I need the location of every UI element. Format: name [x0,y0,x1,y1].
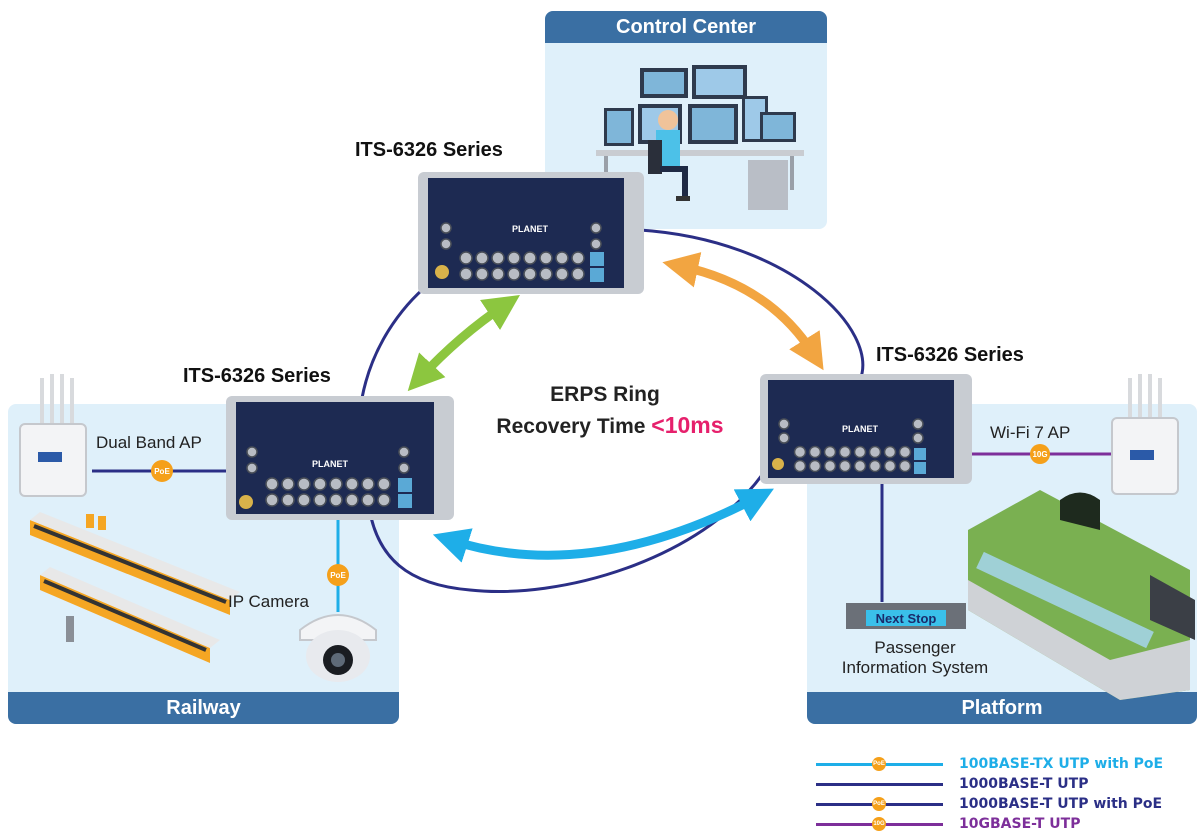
legend-label: 1000BASE-T UTP [959,776,1089,792]
switch-left: PLANET [226,396,454,520]
poe-badge-dual-band: PoE [151,460,173,482]
wifi7-ap-label: Wi-Fi 7 AP [990,423,1071,442]
pis-label-line1: Passenger [874,638,956,657]
switch-top-brand: PLANET [512,224,549,234]
control-center-illustration [596,65,804,210]
legend-swatch [816,783,943,786]
ring-recovery-time: Recovery Time <10ms [470,412,750,439]
svg-text:PoE: PoE [330,571,346,580]
switch-left-brand: PLANET [312,459,349,469]
legend-label: 1000BASE-T UTP with PoE [959,796,1163,812]
ip-camera-label: IP Camera [228,592,309,611]
legend-badge: 10G [872,817,886,831]
legend-label: 100BASE-TX UTP with PoE [959,756,1164,772]
legend-badge: PoE [872,757,886,771]
dual-band-ap-device [19,374,87,497]
legend-badge: PoE [872,797,886,811]
blue-recovery-arrow [432,488,774,563]
passenger-info-sign: Next Stop [846,603,966,629]
sign-next-stop: Next Stop [876,611,937,626]
legend-item: PoE 100BASE-TX UTP with PoE [816,756,1197,773]
switch-top-label: ITS-6326 Series [355,139,503,161]
control-center-title: Control Center [545,11,827,43]
pis-label-line2: Information System [841,658,989,677]
tenG-badge-wifi7: 10G [1030,444,1050,464]
switch-right-label: ITS-6326 Series [876,344,1024,366]
legend-label: 10GBASE-T UTP [959,816,1081,832]
train-illustration [30,512,240,663]
dual-band-ap-label: Dual Band AP [96,433,202,452]
orange-recovery-arrow [662,252,824,371]
poe-badge-ip-camera: PoE [327,564,349,586]
ring-title: ERPS Ring [550,383,660,406]
switch-top: PLANET [418,172,644,294]
ring-time-label: Recovery Time [496,415,646,438]
switch-right-brand: PLANET [842,424,879,434]
legend-item: 1000BASE-T UTP [816,776,1197,793]
green-recovery-arrow [407,295,520,392]
svg-text:10G: 10G [1032,450,1047,459]
svg-text:PoE: PoE [154,467,170,476]
switch-left-label: ITS-6326 Series [183,365,331,387]
railway-title: Railway [8,692,399,724]
station-platform-illustration [968,490,1195,700]
wifi7-ap-device [1111,374,1179,495]
legend-item: PoE 1000BASE-T UTP with PoE [816,796,1197,813]
switch-right: PLANET [760,374,972,484]
ring-time-value: <10ms [651,412,724,438]
ip-camera-device [299,614,377,682]
legend-item: 10G 10GBASE-T UTP [816,816,1197,833]
